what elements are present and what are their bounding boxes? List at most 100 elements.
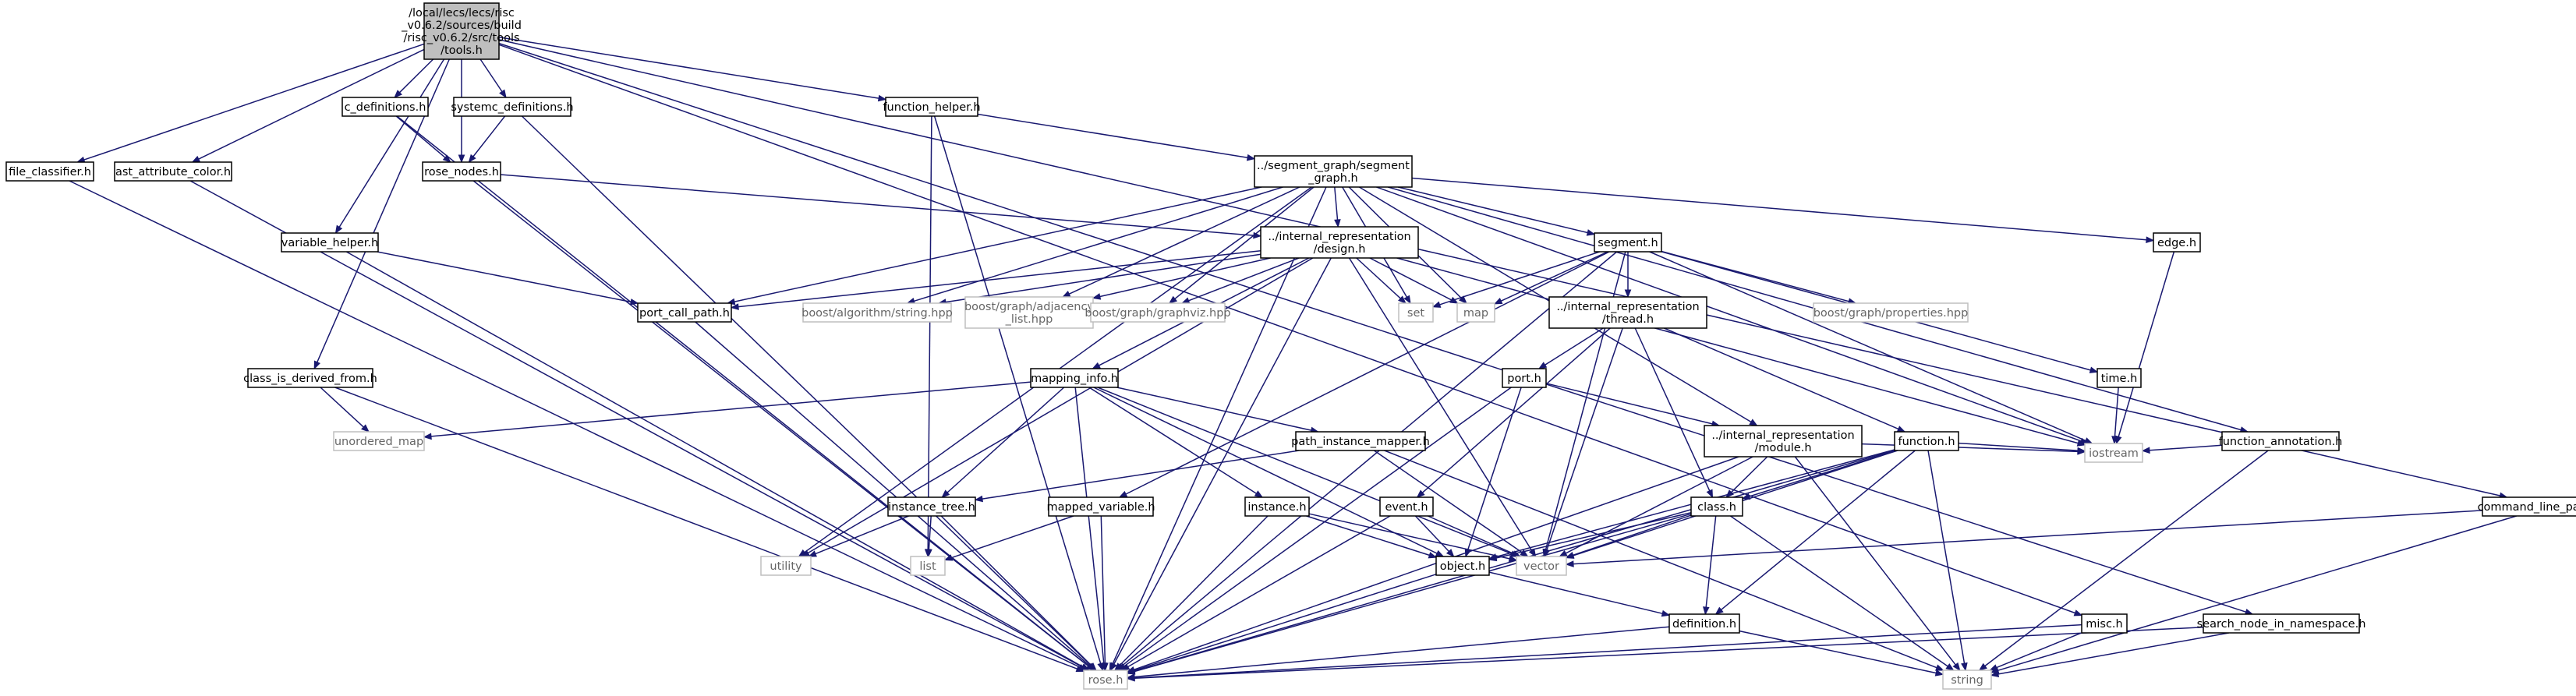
- edge-mapping_info-to-object: [1093, 387, 1445, 557]
- node-class[interactable]: class.h: [1690, 496, 1743, 517]
- node-label: ../internal_representation: [1711, 429, 1854, 442]
- node-box: [1668, 613, 1740, 634]
- arrowhead-icon: [1168, 295, 1178, 304]
- node-variable-helper[interactable]: variable_helper.h: [281, 232, 379, 253]
- node-box: [2203, 613, 2360, 634]
- node-port-call-path[interactable]: port_call_path.h: [637, 302, 732, 323]
- edge-class_is_derived_from-to-rose: [334, 387, 1085, 673]
- node-mapped-variable[interactable]: mapped_variable.h: [1046, 496, 1155, 517]
- node-label: command_line_parsing.h: [2478, 501, 2576, 514]
- node-search-node-in-namespace[interactable]: search_node_in_namespace.h: [2197, 613, 2366, 634]
- edge-tools-to-ast_attribute_color: [191, 48, 425, 163]
- node-label: _v0.6.2/sources/build: [401, 19, 522, 32]
- node-thread[interactable]: ../internal_representation/thread.h: [1548, 296, 1707, 329]
- arrowhead-icon: [468, 154, 476, 164]
- arrowhead-icon: [499, 89, 507, 99]
- node-module[interactable]: ../internal_representation/module.h: [1704, 425, 1863, 458]
- arrowhead-icon: [1508, 555, 1518, 563]
- node-box: [885, 97, 978, 117]
- node-class-is-derived-from[interactable]: class_is_derived_from.h: [243, 368, 377, 388]
- edge-time-to-iostream: [2111, 387, 2119, 445]
- node-edge[interactable]: edge.h: [2153, 232, 2201, 253]
- node-box: [1030, 368, 1119, 388]
- node-box: [1894, 431, 1959, 451]
- node-misc[interactable]: misc.h: [2081, 613, 2128, 634]
- arrowhead-icon: [1459, 295, 1467, 304]
- arrowhead-icon: [2111, 436, 2118, 445]
- node-port[interactable]: port.h: [1502, 368, 1547, 388]
- node-label: file_classifier.h: [9, 166, 91, 178]
- node-box: [910, 556, 946, 576]
- node-segment[interactable]: segment.h: [1594, 232, 1662, 253]
- node-label: class.h: [1697, 501, 1736, 514]
- edge-instance-to-object: [1306, 515, 1438, 559]
- node-ast-attribute-color[interactable]: ast_attribute_color.h: [114, 161, 232, 182]
- node-label: segment.h: [1598, 237, 1658, 249]
- arrowhead-icon: [1061, 291, 1071, 298]
- node-systemc-definitions[interactable]: systemc_definitions.h: [451, 97, 574, 117]
- node-label: object.h: [1440, 560, 1485, 573]
- arrowhead-icon: [2146, 236, 2155, 243]
- node-label: search_node_in_namespace.h: [2197, 618, 2366, 631]
- node-mapping-info[interactable]: mapping_info.h: [1030, 368, 1119, 388]
- edge-class-to-rose: [1126, 513, 1692, 675]
- node-object[interactable]: object.h: [1435, 556, 1490, 576]
- node-function[interactable]: function.h: [1894, 431, 1959, 451]
- node-label: set: [1407, 307, 1424, 320]
- arrowhead-icon: [1935, 664, 1944, 671]
- node-file-classifier[interactable]: file_classifier.h: [5, 161, 94, 182]
- node-event[interactable]: event.h: [1379, 496, 1434, 517]
- node-box: [1813, 302, 1969, 323]
- node-label: /module.h: [1754, 442, 1811, 454]
- edge-class-to-vector: [1565, 514, 1692, 559]
- node-label: boost/graph/graphviz.hpp: [1085, 307, 1230, 320]
- edge-segment_graph-to-segment: [1397, 186, 1596, 236]
- node-rose-nodes[interactable]: rose_nodes.h: [422, 161, 501, 182]
- edge-search_node_in_namespace-to-string: [1990, 632, 2229, 678]
- node-label: definition.h: [1672, 618, 1736, 631]
- node-box: [1548, 296, 1707, 329]
- node-segment-graph[interactable]: ../segment_graph/segment_graph.h: [1254, 155, 1413, 188]
- node-instance-tree[interactable]: instance_tree.h: [887, 496, 976, 517]
- edge-path_instance_mapper-to-instance_tree: [974, 450, 1300, 503]
- node-box: [1594, 232, 1662, 253]
- edge-function-to-string: [1927, 450, 1968, 672]
- edge-instance_tree-to-utility: [808, 515, 909, 557]
- arrowhead-icon: [1488, 554, 1498, 562]
- node-definition[interactable]: definition.h: [1668, 613, 1740, 634]
- node-label: port.h: [1507, 373, 1541, 385]
- node-path-instance-mapper[interactable]: path_instance_mapper.h: [1291, 431, 1430, 451]
- node-box: [2097, 368, 2142, 388]
- node-boost-adjacency: boost/graph/adjacency_list.hpp: [964, 296, 1094, 329]
- edge-function_helper-to-rose: [933, 115, 1104, 672]
- node-design[interactable]: ../internal_representation/design.h: [1260, 226, 1419, 259]
- edge-file_classifier-to-rose: [69, 180, 1088, 671]
- edge-function-to-iostream: [1958, 442, 2086, 454]
- node-function-helper[interactable]: function_helper.h: [883, 97, 981, 117]
- node-function-annotation[interactable]: function_annotation.h: [2219, 431, 2343, 451]
- arrowhead-icon: [629, 299, 639, 306]
- node-box: [1398, 302, 1434, 323]
- edge-design-to-set: [1356, 257, 1407, 304]
- node-box: [341, 97, 429, 117]
- node-command-line-parsing[interactable]: command_line_parsing.h: [2478, 496, 2576, 517]
- node-label: list: [919, 560, 936, 573]
- edge-function_annotation-to-iostream: [2141, 444, 2223, 454]
- node-tools[interactable]: /local/lecs/lecs/risc_v0.6.2/sources/bui…: [401, 2, 522, 60]
- node-box: [422, 161, 501, 182]
- node-box: [5, 161, 94, 182]
- arrowhead-icon: [1180, 297, 1191, 304]
- edge-function_annotation-to-string: [1978, 450, 2269, 671]
- node-c-definitions[interactable]: c_definitions.h: [341, 97, 429, 117]
- node-instance[interactable]: instance.h: [1244, 496, 1310, 517]
- edge-mapping_info-to-instance_tree: [941, 387, 1065, 498]
- arrowhead-icon: [1945, 663, 1955, 671]
- node-box: [2482, 496, 2576, 517]
- edge-module-to-string: [1794, 456, 1961, 672]
- arrowhead-icon: [1703, 606, 1710, 616]
- node-time[interactable]: time.h: [2097, 368, 2142, 388]
- edges-layer: [69, 36, 2517, 682]
- arrowhead-icon: [313, 360, 320, 370]
- node-label: _list.hpp: [1005, 313, 1053, 326]
- arrowhead-icon: [1403, 295, 1411, 305]
